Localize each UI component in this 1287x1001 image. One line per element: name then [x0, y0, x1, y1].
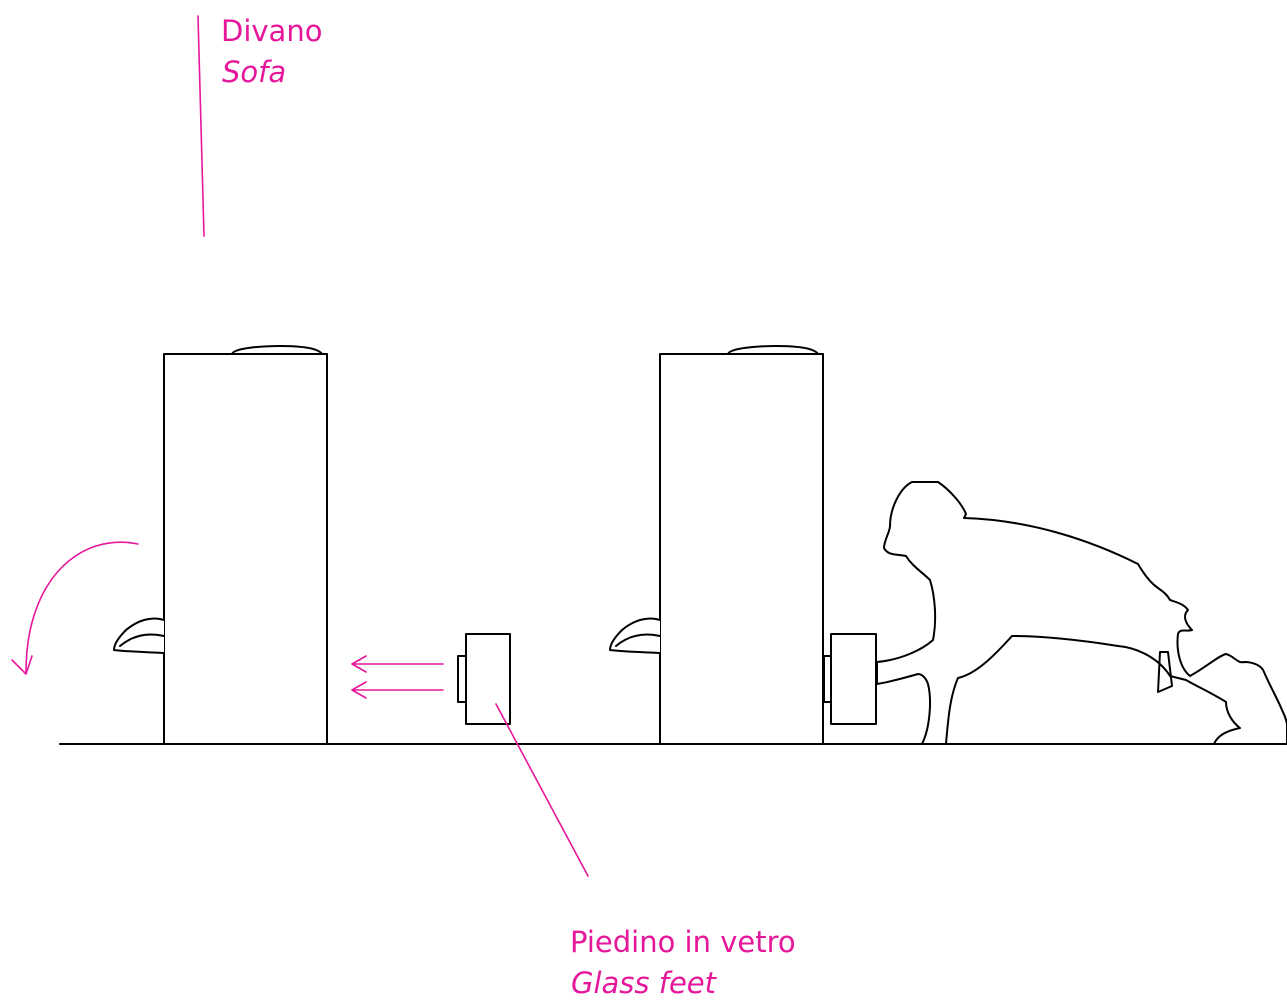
glass-feet-label-italian: Piedino in vetro	[570, 925, 796, 959]
tilt-rotation-arrow-icon	[11, 541, 139, 675]
sofa-label-italian: Divano	[221, 14, 322, 48]
glass-foot-attached	[823, 633, 877, 725]
sofa-right-top-cushion	[727, 345, 819, 355]
sofa-label-english: Sofa	[222, 55, 286, 89]
glass-feet-leader-line	[495, 703, 589, 877]
sofa-leader-line	[197, 15, 205, 237]
glass-foot-attached-body	[830, 633, 877, 725]
glass-foot-pin	[457, 655, 467, 703]
glass-foot-attached-pin	[823, 655, 832, 703]
person-kneeling-icon	[876, 481, 1287, 745]
sofa-right-hand-icon	[609, 617, 661, 654]
sofa-left-hand-icon	[113, 617, 165, 654]
glass-foot-body	[465, 633, 511, 725]
sofa-left	[113, 345, 328, 745]
glass-foot-loose	[457, 633, 511, 725]
sofa-right	[609, 345, 824, 745]
glass-feet-label-english: Glass feet	[571, 966, 718, 1000]
sofa-left-body	[163, 353, 328, 745]
sofa-left-top-cushion	[231, 345, 323, 355]
sofa-right-body	[659, 353, 824, 745]
insertion-double-arrow-icon	[351, 655, 444, 699]
